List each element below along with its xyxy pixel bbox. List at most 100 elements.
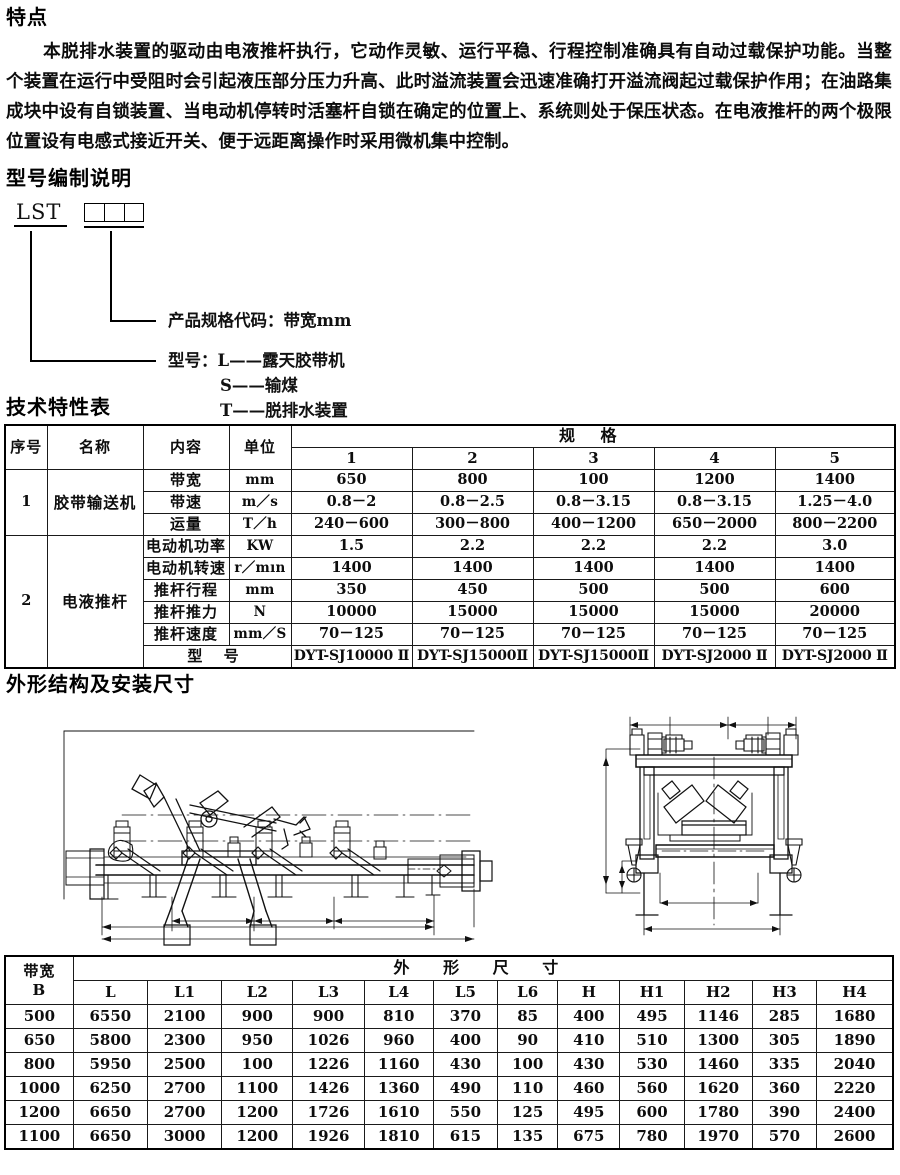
cell-value: 430 (557, 1052, 621, 1077)
row-value: 450 (411, 579, 534, 602)
model-value: DYT-SJ15000Ⅱ (411, 645, 534, 669)
model-value: DYT-SJ2000 Ⅱ (653, 645, 776, 669)
model-code-diagram: LST 产品规格代码：带宽mm 型号：L——露天胶带机 S——输煤 T——脱排水… (6, 195, 892, 420)
cell-value: 810 (363, 1004, 434, 1029)
row-unit: m／s (228, 491, 292, 514)
outline-drawing (4, 699, 894, 957)
table-row: 800 5950 2500 100 1226 1160 430 100 430 … (4, 1052, 894, 1077)
model-spec-box (104, 203, 124, 222)
header-spec-2: 2 (411, 447, 534, 470)
table-row: 650 5800 2300 950 1026 960 400 90 410 51… (4, 1028, 894, 1053)
leader-line-type-horizontal (30, 360, 156, 362)
row-value: 2.2 (411, 535, 534, 558)
table-row: 1 胶带输送机 带宽 mm 650 800 100 1200 1400 (4, 469, 896, 536)
cell-value: 550 (432, 1100, 499, 1125)
row-value: 650－2000 (653, 513, 776, 536)
cell-value: 125 (497, 1100, 559, 1125)
model-prefix-label: LST (14, 201, 68, 228)
cell-value: 1890 (816, 1028, 894, 1053)
cell-value: 600 (619, 1100, 685, 1125)
cell-value: 1620 (683, 1076, 753, 1101)
header-col-H4: H4 (816, 980, 894, 1005)
cell-value: 1160 (363, 1052, 434, 1077)
group-seq: 1 (4, 469, 48, 536)
model-spec-box (124, 203, 144, 222)
table-row: 1200 6650 2700 1200 1726 1610 550 125 49… (4, 1100, 894, 1125)
cell-value: 2500 (146, 1052, 223, 1077)
row-content: 电动机功率 (142, 535, 230, 558)
cell-value: 900 (292, 1004, 365, 1029)
row-value: 1400 (653, 557, 776, 580)
model-spec-annotation: 产品规格代码：带宽mm (168, 311, 352, 330)
model-spec-box (84, 203, 104, 222)
row-content: 电动机转速 (142, 557, 230, 580)
cell-value: 3000 (146, 1124, 223, 1150)
cell-value: 5950 (72, 1052, 148, 1077)
row-value: 3.0 (774, 535, 896, 558)
header-col-L2: L2 (221, 980, 294, 1005)
cell-value: 460 (557, 1076, 621, 1101)
cell-value: 495 (557, 1100, 621, 1125)
cell-value: 2300 (146, 1028, 223, 1053)
table-row: 推杆行程 mm 350 450 500 500 600 (5, 579, 896, 602)
row-content: 推杆行程 (142, 579, 230, 602)
cell-value: 960 (363, 1028, 434, 1053)
header-col-H1: H1 (619, 980, 685, 1005)
model-value: DYT-SJ15000Ⅱ (532, 645, 655, 669)
header-col-L5: L5 (432, 980, 499, 1005)
header-dimension-group: 外 形 尺 寸 (72, 955, 894, 981)
row-value: 400－1200 (532, 513, 655, 536)
cell-value: 110 (497, 1076, 559, 1101)
cell-value: 430 (432, 1052, 499, 1077)
cell-value: 780 (619, 1124, 685, 1150)
cell-value: 400 (557, 1004, 621, 1029)
row-value: 800－2200 (774, 513, 896, 536)
cell-belt-width: 1100 (4, 1124, 74, 1150)
table-row-model: 型 号 DYT-SJ10000 Ⅱ DYT-SJ15000Ⅱ DYT-SJ150… (5, 645, 896, 669)
cell-value: 1146 (683, 1004, 753, 1029)
row-value: 1400 (774, 469, 896, 492)
row-value: 500 (532, 579, 655, 602)
header-spec-1: 1 (290, 447, 413, 470)
header-col-H2: H2 (683, 980, 753, 1005)
row-value: 15000 (532, 601, 655, 624)
row-value: 2.2 (532, 535, 655, 558)
cell-value: 510 (619, 1028, 685, 1053)
row-value: 0.8－2 (290, 491, 413, 514)
cell-value: 1100 (221, 1076, 294, 1101)
model-type-t: T——脱排水装置 (220, 401, 348, 420)
technical-spec-table: 序号 名称 内容 单位 规 格 1 2 3 4 5 1 胶带输送机 带宽 mm … (4, 424, 897, 669)
row-value: 600 (774, 579, 896, 602)
header-col-L1: L1 (146, 980, 223, 1005)
header-col-H: H (557, 980, 621, 1005)
cell-value: 2400 (816, 1100, 894, 1125)
cell-value: 1610 (363, 1100, 434, 1125)
cell-value: 1360 (363, 1076, 434, 1101)
row-content: 推杆推力 (142, 601, 230, 624)
cell-value: 410 (557, 1028, 621, 1053)
group-name: 胶带输送机 (46, 469, 144, 536)
table-row: 1100 6650 3000 1200 1926 1810 615 135 67… (4, 1124, 894, 1150)
cell-value: 1780 (683, 1100, 753, 1125)
cell-value: 1200 (221, 1124, 294, 1150)
header-col-L6: L6 (497, 980, 559, 1005)
row-unit: N (228, 601, 292, 624)
cell-value: 1726 (292, 1100, 365, 1125)
cell-value: 1680 (816, 1004, 894, 1029)
row-value: 300－800 (411, 513, 534, 536)
cell-value: 390 (751, 1100, 818, 1125)
row-unit: mm (228, 469, 292, 492)
table-row: 推杆速度 mm／S 70－125 70－125 70－125 70－125 70… (5, 623, 896, 646)
cell-belt-width: 800 (4, 1052, 74, 1077)
cell-value: 6550 (72, 1004, 148, 1029)
model-spec-boxes (84, 203, 144, 228)
cell-value: 1426 (292, 1076, 365, 1101)
leader-line-spec-vertical (110, 231, 112, 321)
cell-value: 1026 (292, 1028, 365, 1053)
features-paragraph: 本脱排水装置的驱动由电液推杆执行，它动作灵敏、运行平稳、行程控制准确具有自动过载… (6, 37, 892, 157)
row-value: 1200 (653, 469, 776, 492)
header-col-L3: L3 (292, 980, 365, 1005)
cell-value: 2700 (146, 1100, 223, 1125)
outline-drawing-svg (63, 716, 803, 946)
cross-section-view (603, 716, 803, 936)
